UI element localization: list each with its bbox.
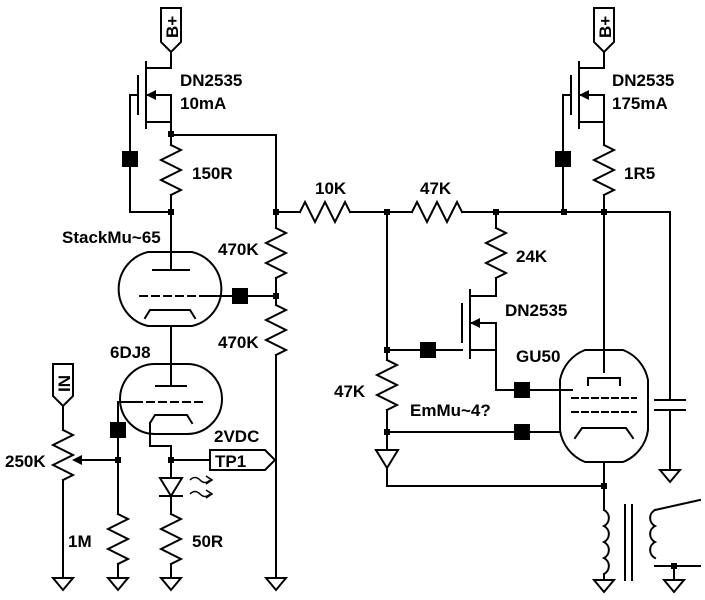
diode — [374, 449, 400, 487]
bplus-port-right: B+ — [593, 7, 615, 54]
r-250k-label: 250K — [5, 452, 46, 471]
r-47k-left-label: 47K — [334, 382, 366, 401]
emmu-label: EmMu~4? — [410, 401, 491, 420]
tp1-label: TP1 — [215, 452, 246, 471]
output-transformer — [601, 485, 702, 581]
fet-right-part-label: DN2535 — [612, 71, 674, 90]
ground-icon — [105, 577, 131, 592]
resistor-1r5 — [591, 121, 617, 213]
junction-block — [122, 151, 138, 167]
ground-icon — [661, 579, 687, 594]
ground-icon — [50, 577, 76, 592]
r-1r5-label: 1R5 — [624, 164, 655, 183]
fet-left-part-label: DN2535 — [180, 71, 242, 90]
resistor-47k-top — [410, 199, 464, 225]
in-port-label: IN — [55, 375, 74, 392]
tp1-port: TP1 — [209, 449, 277, 471]
tube-gu50 — [559, 349, 649, 463]
led-indicator — [158, 459, 214, 509]
resistor-470k-top — [263, 211, 289, 306]
resistor-470k-bottom — [263, 303, 289, 579]
tube-6dj8-label: 6DJ8 — [110, 343, 151, 362]
potentiometer-250k — [50, 428, 119, 579]
bplus-right-label: B+ — [596, 16, 615, 38]
ground-icon — [263, 577, 289, 592]
fet-mid-part-label: DN2535 — [505, 301, 567, 320]
ground-icon — [591, 579, 617, 594]
r-150-label: 150R — [192, 164, 233, 183]
resistor-150r — [158, 134, 184, 213]
mosfet-dn2535-right — [562, 61, 605, 213]
stackmu-label: StackMu~65 — [62, 228, 161, 247]
fet-left-current-label: 10mA — [180, 94, 226, 113]
tube-upper-triode — [117, 251, 223, 327]
tube-gu50-label: GU50 — [516, 347, 560, 366]
fet-right-current-label: 175mA — [612, 94, 668, 113]
r-24k-label: 24K — [516, 247, 548, 266]
in-port: IN — [52, 363, 74, 408]
bplus-port-left: B+ — [160, 7, 182, 54]
ground-icon — [158, 577, 184, 592]
resistor-50r — [158, 507, 184, 579]
r-470k-bot-label: 470K — [218, 333, 259, 352]
capacitor — [654, 399, 686, 411]
resistor-24k — [483, 211, 509, 297]
r-47k-top-label: 47K — [420, 179, 452, 198]
mosfet-dn2535-mid — [386, 289, 497, 391]
r-470k-top-label: 470K — [218, 240, 259, 259]
resistor-1m — [105, 459, 131, 579]
r-10k-label: 10K — [315, 179, 347, 198]
r-1m-label: 1M — [68, 532, 92, 551]
mosfet-dn2535-left — [129, 61, 172, 129]
vdc-label: 2VDC — [214, 427, 259, 446]
bplus-left-label: B+ — [163, 16, 182, 38]
resistor-10k — [298, 199, 352, 225]
r-50r-label: 50R — [192, 532, 223, 551]
ground-icon — [657, 469, 683, 484]
